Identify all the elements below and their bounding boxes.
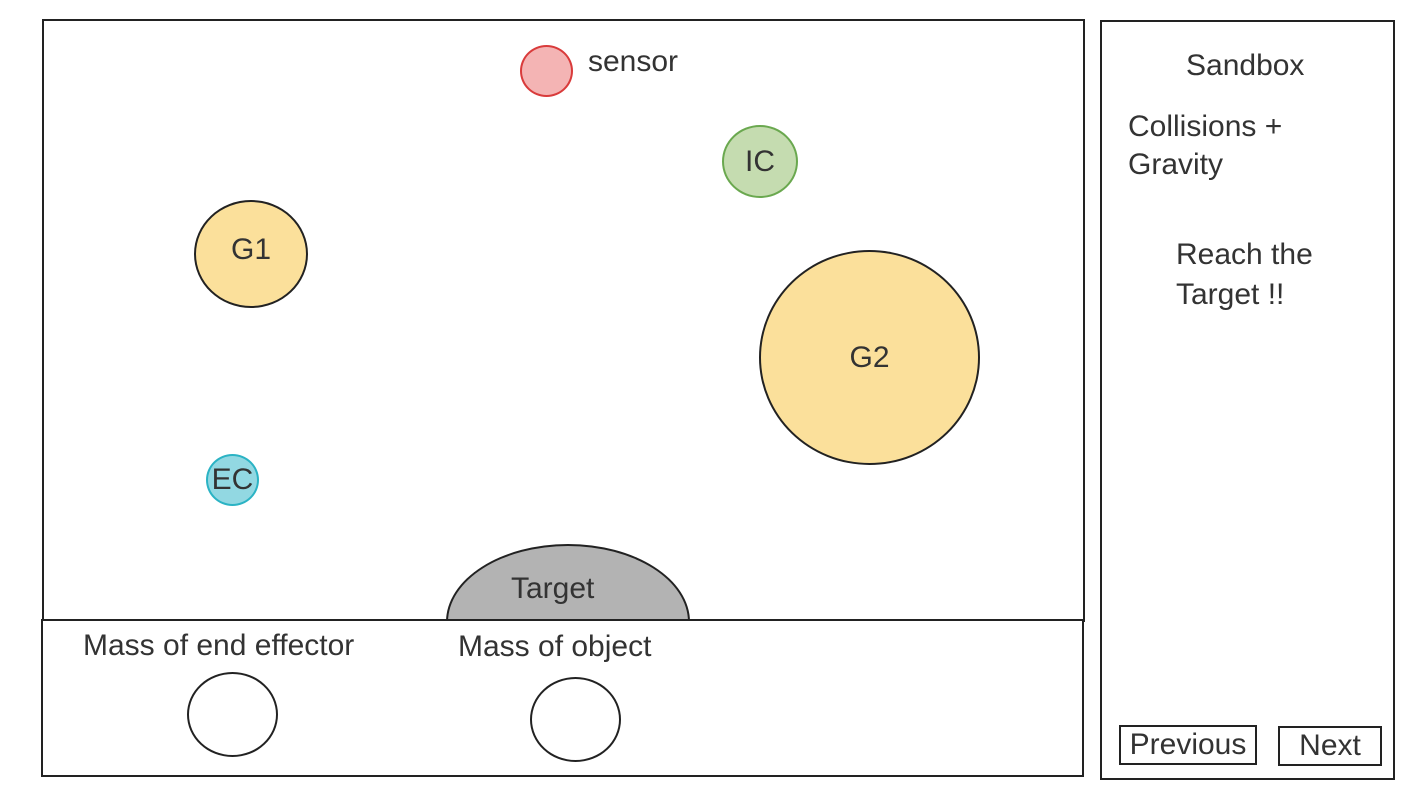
mass-end-effector-input[interactable] [187, 672, 278, 757]
previous-button[interactable]: Previous [1119, 725, 1257, 765]
mode-line-1: Collisions + [1128, 110, 1283, 143]
goal-line-1: Reach the [1176, 238, 1313, 271]
side-panel [1100, 20, 1395, 780]
gravity-source-g1[interactable]: G1 [194, 200, 308, 308]
target-label: Target [511, 572, 595, 605]
g2-label: G2 [849, 340, 890, 374]
g1-label: G1 [230, 233, 272, 266]
mass-end-effector-label: Mass of end effector [83, 629, 355, 662]
mode-line-2: Gravity [1128, 148, 1224, 181]
ic-circle[interactable]: IC [722, 125, 798, 198]
ec-label: EC [211, 463, 254, 496]
ec-circle[interactable]: EC [206, 454, 259, 506]
next-button[interactable]: Next [1278, 726, 1382, 766]
side-panel-title: Sandbox [1186, 49, 1305, 82]
mass-object-input[interactable] [530, 677, 621, 762]
goal-line-2: Target !! [1176, 278, 1285, 311]
sensor-label: sensor [588, 45, 679, 78]
gravity-source-g2[interactable]: G2 [759, 250, 980, 465]
ic-label: IC [745, 144, 775, 178]
mass-object-label: Mass of object [458, 630, 652, 663]
sensor-circle[interactable] [520, 45, 573, 97]
